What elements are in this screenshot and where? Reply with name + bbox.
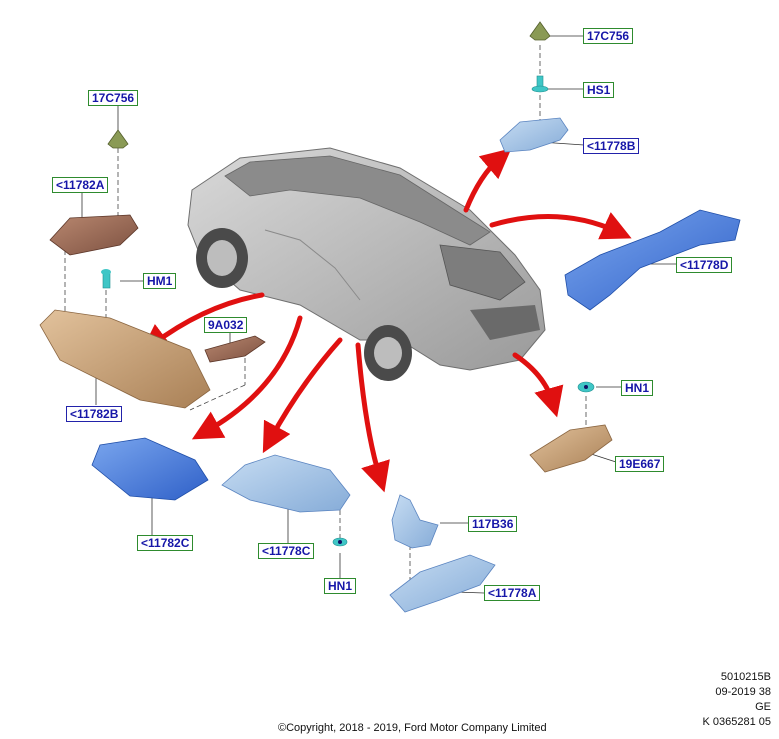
arrow-to-11778B — [463, 148, 512, 213]
callout-HS1[interactable]: HS1 — [583, 82, 615, 98]
doc-region: GE — [755, 701, 771, 713]
copyright-notice: ©Copyright, 2018 - 2019, Ford Motor Comp… — [278, 722, 547, 734]
document-info: 5010215B 09-2019 38 GE K 0365281 05 — [702, 670, 771, 730]
indicator-arrows — [140, 148, 632, 493]
part-11778B-shield — [499, 117, 569, 153]
callout-11782B[interactable]: <11782B — [66, 406, 123, 422]
part-9A032-bracket — [204, 335, 266, 363]
callout-HM1[interactable]: HM1 — [143, 273, 177, 289]
arrow-to-11778A — [355, 342, 390, 493]
callout-117B36[interactable]: 117B36 — [468, 516, 518, 532]
callout-19E667[interactable]: 19E667 — [615, 456, 665, 472]
part-11778C-shield — [221, 454, 351, 513]
fastener-HN1-bottom — [332, 537, 348, 547]
doc-number: 5010215B — [720, 671, 771, 683]
arrow-to-11782C — [191, 315, 303, 440]
doc-reference: K 0365281 05 — [702, 716, 771, 728]
callout-9A032[interactable]: 9A032 — [204, 317, 248, 333]
fastener-HM1 — [101, 269, 111, 289]
callout-HN1-right[interactable]: HN1 — [621, 380, 654, 396]
part-11782B-undertray — [39, 309, 211, 409]
doc-date: 09-2019 38 — [715, 686, 771, 698]
part-11778A-shield — [389, 554, 496, 613]
fastener-17C756-left — [107, 129, 129, 149]
callout-11778C[interactable]: <11778C — [258, 543, 315, 559]
arrow-to-19E667 — [512, 352, 564, 418]
part-19E667-shield — [529, 424, 613, 473]
arrow-to-11778D — [489, 212, 632, 240]
fastener-HS1 — [531, 75, 549, 93]
part-11778D-crossmember — [564, 209, 741, 311]
arrow-to-11778C — [262, 337, 343, 454]
callout-11778D[interactable]: <11778D — [676, 257, 733, 273]
part-11782A-panel — [49, 214, 139, 256]
callout-11778B[interactable]: <11778B — [583, 138, 640, 154]
arrow-to-11782B — [140, 292, 265, 355]
callout-11782A[interactable]: <11782A — [52, 177, 109, 193]
part-117B36-bracket — [391, 494, 439, 549]
vehicle-illustration — [187, 147, 546, 381]
fastener-HN1-right — [577, 381, 595, 393]
callout-11778A[interactable]: <11778A — [484, 585, 541, 601]
callout-17C756-left[interactable]: 17C756 — [88, 90, 139, 106]
callout-HN1-bottom[interactable]: HN1 — [324, 578, 357, 594]
callout-17C756-top[interactable]: 17C756 — [583, 28, 634, 44]
callout-11782C[interactable]: <11782C — [137, 535, 194, 551]
fastener-17C756-top — [529, 21, 551, 41]
part-11782C-shield — [91, 437, 209, 501]
